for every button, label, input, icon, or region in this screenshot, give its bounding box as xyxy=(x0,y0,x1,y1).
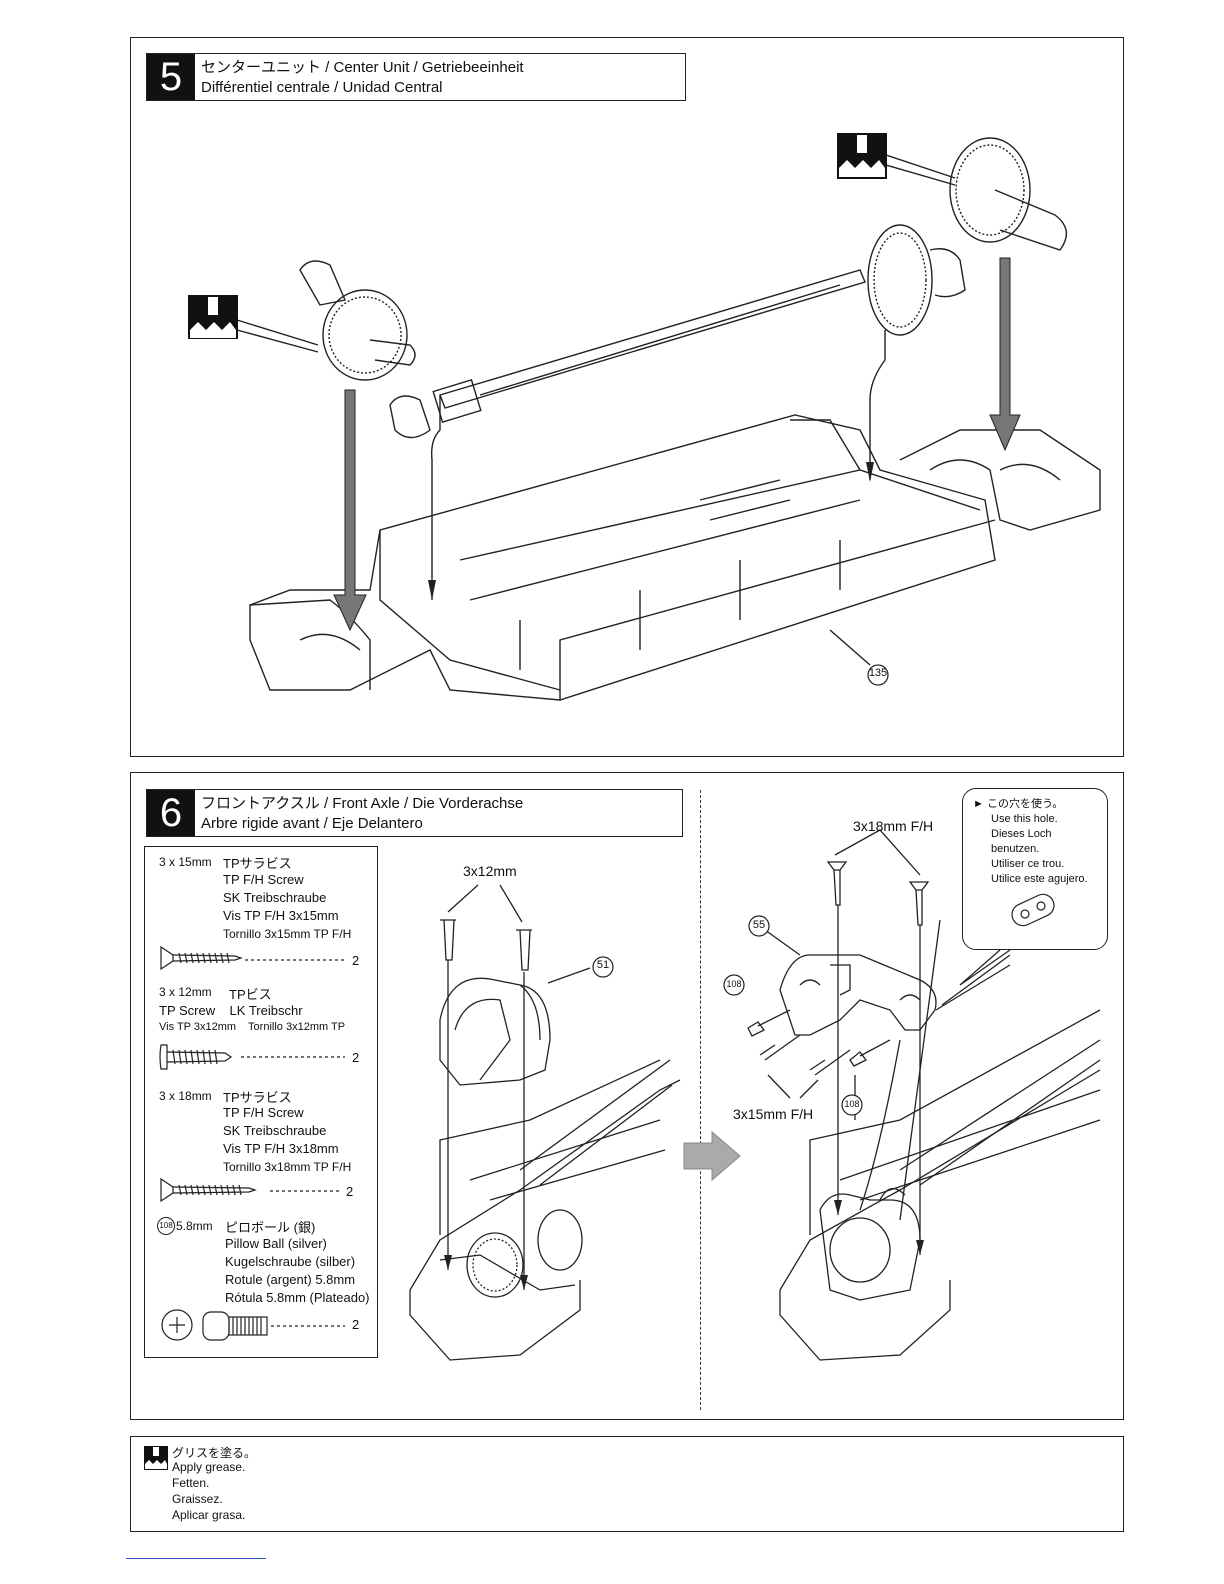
center-unit-illustration xyxy=(188,133,1101,701)
grease-icon-rear xyxy=(837,133,887,179)
step6-title-line2: Arbre rigide avant / Eje Delantero xyxy=(201,815,423,832)
step5-panel xyxy=(130,37,1124,757)
p2-fr-es: Vis TP 3x12mm Tornillo 3x12mm TP xyxy=(159,1021,346,1033)
p4-size: 5.8mm xyxy=(176,1219,213,1233)
step5-header: 5 センターユニット / Center Unit / Getriebeeinhe… xyxy=(146,53,686,101)
legend-en: Apply grease. xyxy=(172,1460,246,1474)
p1-en: TP F/H Screw xyxy=(223,872,304,887)
part-135-label: 135 xyxy=(868,667,888,679)
arrow-front-diff xyxy=(333,389,367,632)
screw-3x12-icon xyxy=(159,1044,168,1070)
hole-note-de: Dieses Loch benutzen. xyxy=(991,828,1052,855)
hole-note-jp: ► この穴を使う。 xyxy=(973,798,1064,810)
p4-qty: 2 xyxy=(352,1317,360,1332)
legend-fr: Graissez. xyxy=(172,1492,223,1506)
part-108-circle-b xyxy=(841,1094,863,1116)
step5-title-line2: Différentiel centrale / Unidad Central xyxy=(201,79,443,96)
p3-fr: Vis TP F/H 3x18mm xyxy=(223,1141,339,1156)
parts-drawings xyxy=(159,945,345,1341)
step6-header: 6 フロントアクスル / Front Axle / Die Vorderachs… xyxy=(146,789,683,837)
part-108-label-b: 108 xyxy=(844,1099,860,1109)
p1-de: SK Treibschraube xyxy=(223,890,327,905)
pillow-ball-top-icon xyxy=(161,1309,193,1341)
p1-fr: Vis TP F/H 3x15mm xyxy=(223,908,339,923)
p1-size: 3 x 15mm xyxy=(159,855,212,869)
p1-qty: 2 xyxy=(352,953,360,968)
part-108-circle-a xyxy=(723,974,745,996)
part-51-circle xyxy=(592,956,614,978)
p3-de: SK Treibschraube xyxy=(223,1123,327,1138)
p3-size: 3 x 18mm xyxy=(159,1089,212,1103)
step6-title-line1: フロントアクスル / Front Axle / Die Vorderachse xyxy=(201,795,524,812)
hole-note-fr: Utiliser ce trou. xyxy=(991,858,1065,870)
p4-id: 108 xyxy=(157,1217,175,1235)
step6-divider xyxy=(700,790,701,1410)
p4-de: Kugelschraube (silber) xyxy=(225,1254,356,1269)
parts-list: 3 x 15mm TPサラビス TP F/H Screw SK Treibsch… xyxy=(144,846,378,1358)
upper-brace-55 xyxy=(779,954,937,1036)
label-3x12mm: 3x12mm xyxy=(463,863,517,879)
legend-panel xyxy=(130,1436,1124,1532)
legend-jp: グリスを塗る。 xyxy=(172,1446,257,1460)
p1-es: Tornillo 3x15mm TP F/H xyxy=(223,927,352,941)
p3-qty: 2 xyxy=(346,1184,354,1199)
label-3x18mm: 3x18mm F/H xyxy=(853,818,934,834)
step5-number: 5 xyxy=(147,54,195,100)
p2-qty: 2 xyxy=(352,1050,360,1065)
part-55-label: 55 xyxy=(752,919,766,931)
p3-jp: TPサラビス xyxy=(223,1090,292,1105)
hole-note-en: Use this hole. xyxy=(991,813,1058,825)
label-3x15mm: 3x15mm F/H xyxy=(733,1106,814,1122)
p2-en-de: TP Screw LK Treibschr xyxy=(159,1003,303,1018)
grease-legend-icon xyxy=(144,1446,168,1470)
hole-plate-icon xyxy=(1011,893,1055,927)
p4-id-text: 108 xyxy=(159,1221,173,1230)
chassis-outline xyxy=(249,414,996,701)
p4-en: Pillow Ball (silver) xyxy=(225,1236,327,1251)
p4-fr: Rotule (argent) 5.8mm xyxy=(225,1272,356,1287)
p3-en: TP F/H Screw xyxy=(223,1105,304,1120)
step5-title-line1: センターユニット / Center Unit / Getriebeeinheit xyxy=(201,59,524,76)
part-135-circle xyxy=(867,664,889,686)
rear-diff xyxy=(949,137,1031,243)
center-shaft xyxy=(439,269,866,409)
step-arrow xyxy=(683,1130,741,1182)
front-diff xyxy=(322,289,408,381)
part-51-label: 51 xyxy=(596,959,610,971)
hole-note-es: Utilice este agujero. xyxy=(991,873,1088,885)
legend-es: Aplicar grasa. xyxy=(172,1508,246,1522)
p2-size: 3 x 12mm xyxy=(159,985,212,999)
grease-icon-front xyxy=(188,295,238,339)
footer-link-underline[interactable] xyxy=(126,1558,266,1559)
spur-gear xyxy=(867,224,933,336)
part-55-circle xyxy=(748,915,770,937)
triangle-pointer-icon: ► xyxy=(973,798,987,810)
gear-cover-51 xyxy=(439,977,551,1086)
arrow-rear-diff xyxy=(989,257,1021,452)
p4-es: Rótula 5.8mm (Plateado) xyxy=(225,1290,370,1305)
p4-jp: ピロボール (銀) xyxy=(225,1220,316,1235)
p3-es: Tornillo 3x18mm TP F/H xyxy=(223,1160,352,1174)
hole-note: ► この穴を使う。 Use this hole. Dieses Loch ben… xyxy=(962,788,1108,950)
legend-de: Fetten. xyxy=(172,1476,210,1490)
p1-jp: TPサラビス xyxy=(223,856,292,871)
p2-jp: TPビス xyxy=(229,987,272,1002)
part-108-label-a: 108 xyxy=(726,979,742,989)
step6-number: 6 xyxy=(147,790,195,836)
step6-panel xyxy=(130,772,1124,1420)
